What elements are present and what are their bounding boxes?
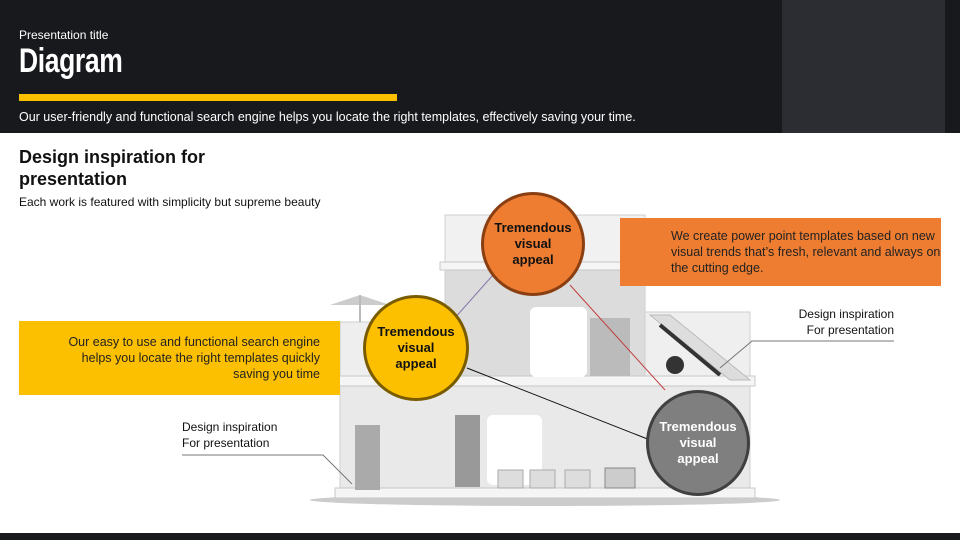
note-right-line1: Design inspiration (798, 307, 894, 321)
orange-callout: We create power point templates based on… (620, 218, 941, 286)
section-heading: Design inspiration for presentation (19, 147, 206, 189)
grey-circle-label: Tremendous visual appeal (659, 419, 737, 466)
yellow-circle: Tremendous visual appeal (363, 295, 469, 401)
note-right-line2: For presentation (806, 323, 894, 337)
yellow-circle-label: Tremendous visual appeal (377, 324, 455, 371)
yellow-callout: Our easy to use and functional search en… (19, 321, 340, 395)
orange-callout-text: We create power point templates based on… (671, 229, 941, 275)
grey-circle: Tremendous visual appeal (646, 390, 750, 496)
header-side-panel (782, 0, 945, 133)
note-left-line1: Design inspiration (182, 420, 278, 434)
page-title: Diagram (19, 42, 123, 80)
orange-circle-label: Tremendous visual appeal (494, 220, 572, 267)
orange-circle: Tremendous visual appeal (481, 192, 585, 296)
header-subtitle: Our user-friendly and functional search … (19, 110, 636, 124)
footer-bar (0, 533, 960, 540)
yellow-callout-text: Our easy to use and functional search en… (68, 335, 320, 381)
accent-bar (19, 94, 397, 101)
presentation-title: Presentation title (19, 28, 109, 42)
section-subheading: Each work is featured with simplicity bu… (19, 195, 321, 209)
note-left-line2: For presentation (182, 436, 270, 450)
